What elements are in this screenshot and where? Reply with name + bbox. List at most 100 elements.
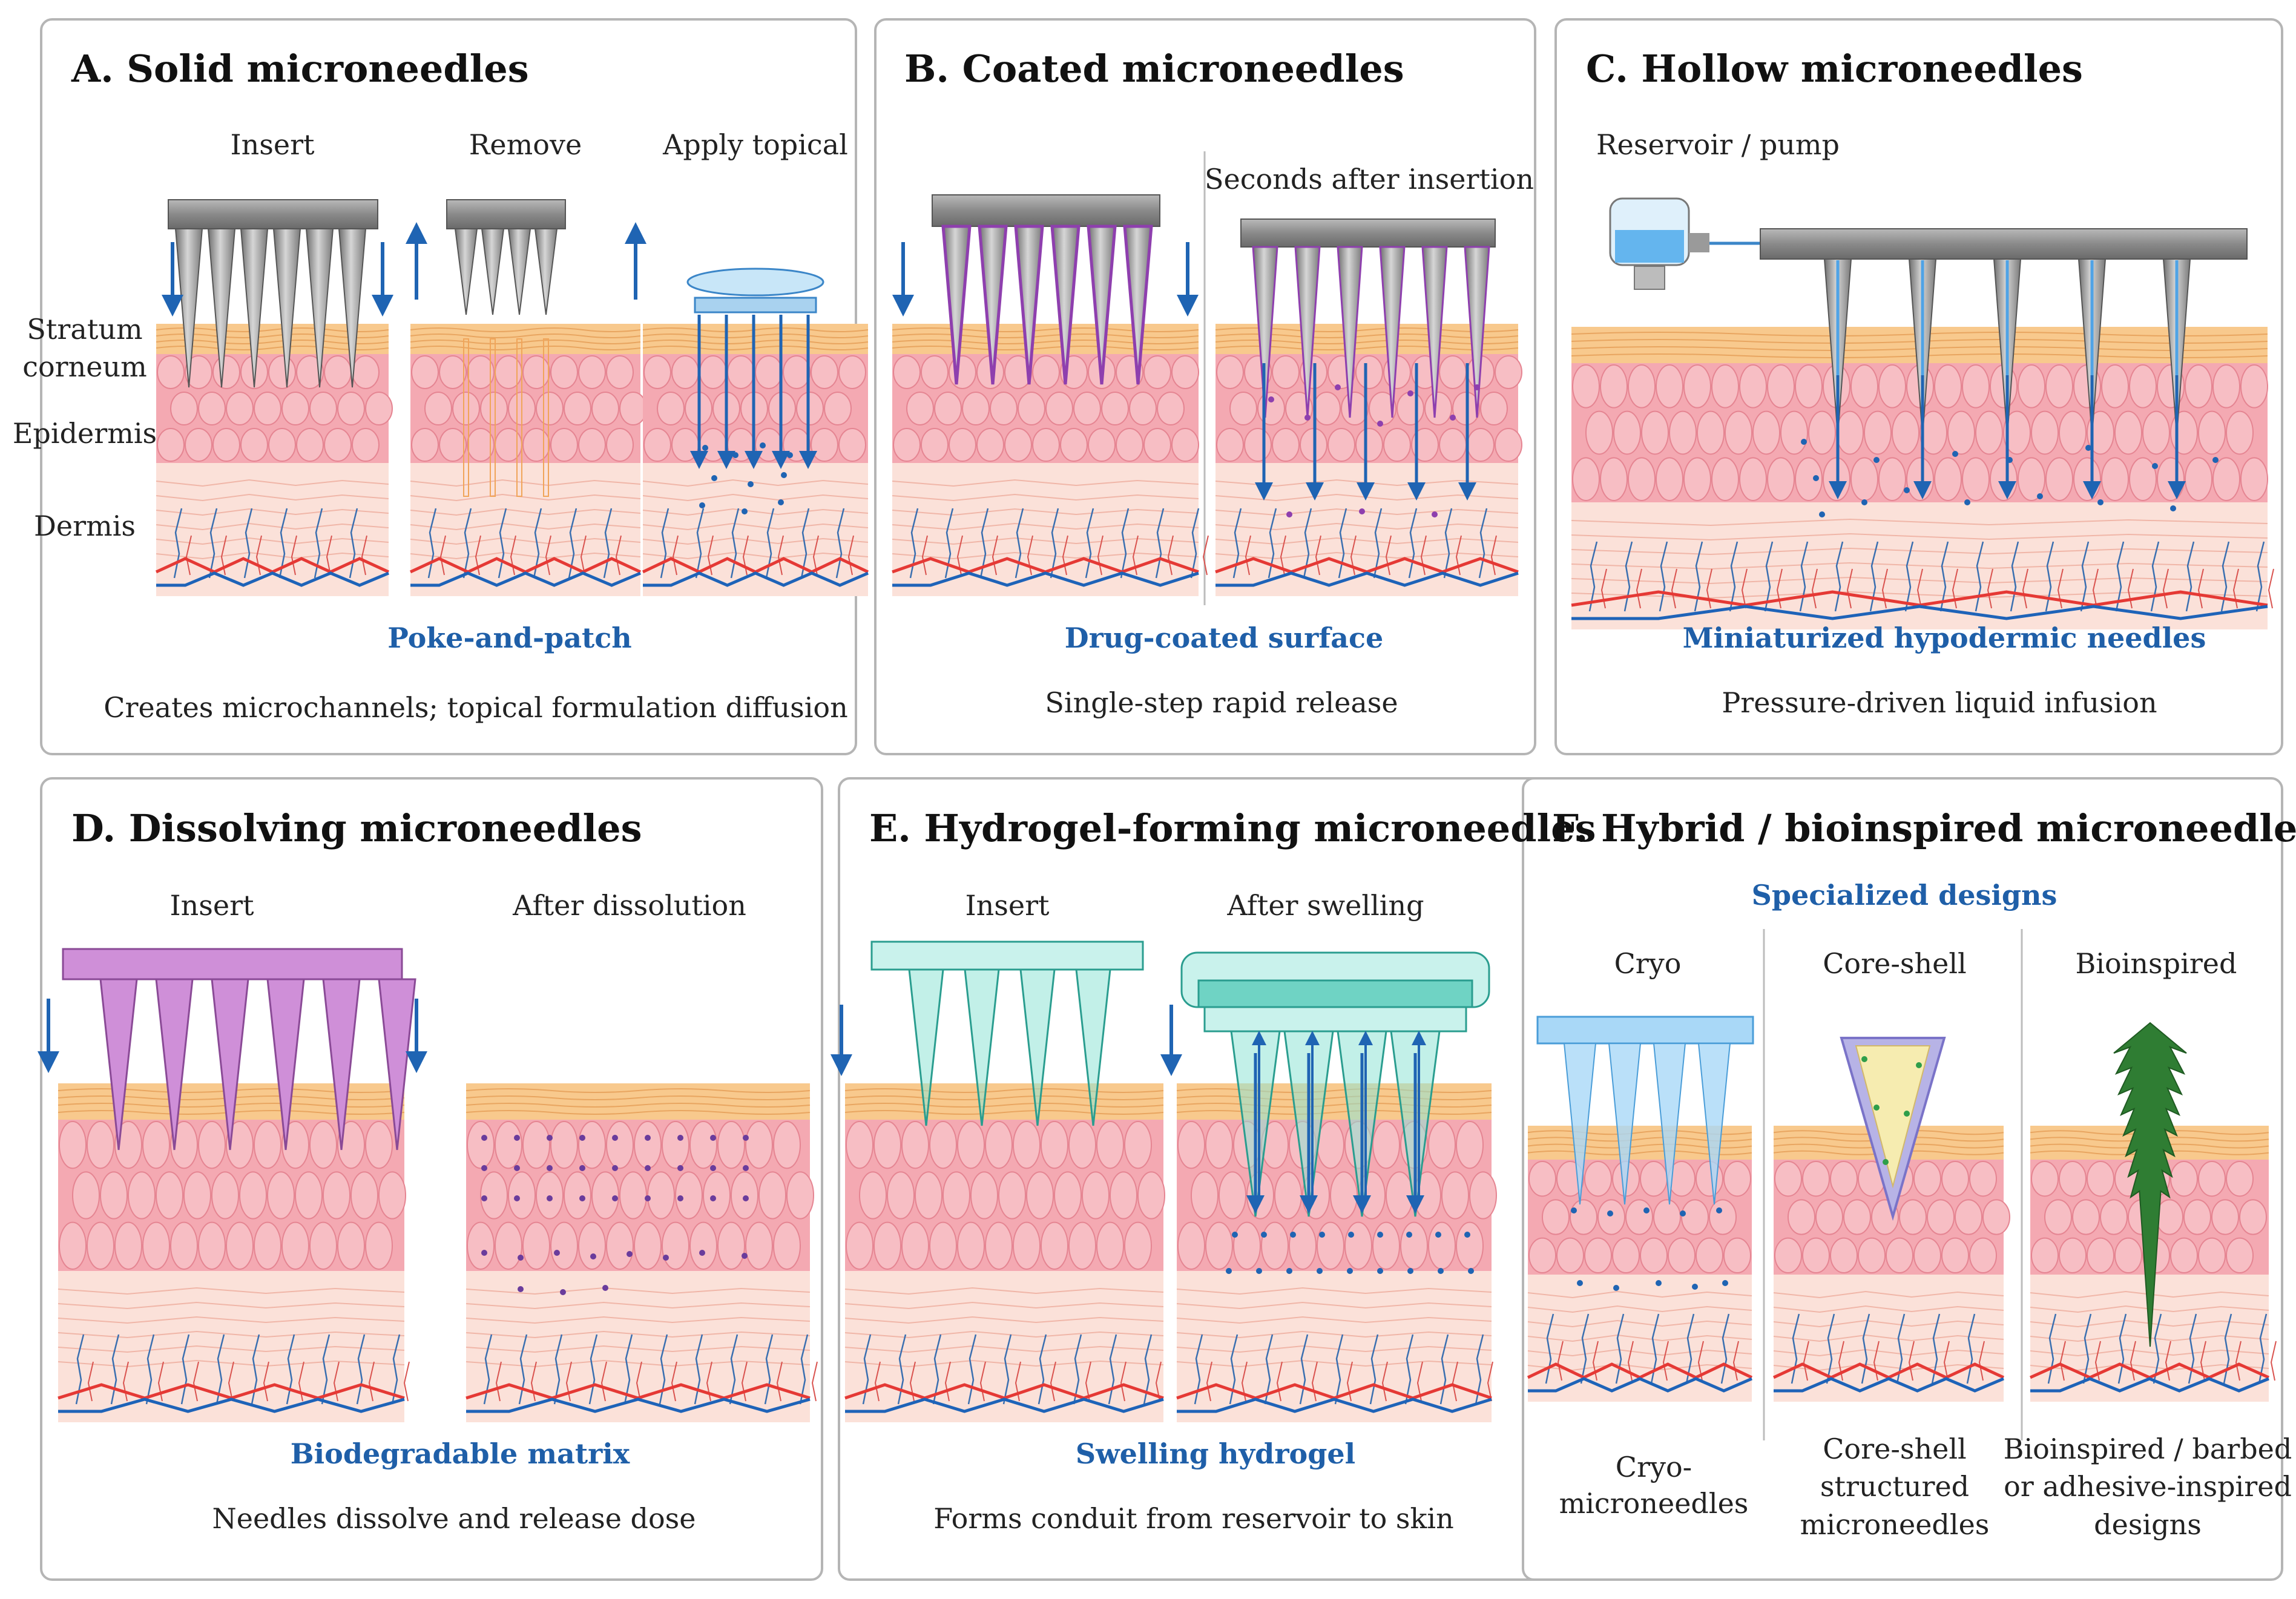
coated-needle	[1464, 246, 1490, 418]
coating-dot	[1450, 415, 1456, 421]
capillary	[741, 1361, 748, 1402]
epidermis-cell	[1585, 410, 1613, 455]
capillary	[2258, 1313, 2268, 1384]
epidermis-cell	[1858, 1237, 1886, 1273]
epidermis-cell	[226, 392, 254, 425]
dermis-fiber	[58, 1330, 405, 1339]
epidermis-cell	[550, 355, 578, 389]
epidermis-cell	[1233, 1221, 1261, 1270]
capillary	[1443, 508, 1453, 579]
epidermis-cell	[1711, 457, 1739, 502]
epidermis-cell	[699, 428, 727, 462]
capillary	[1299, 1334, 1309, 1405]
dermis-fiber	[844, 1287, 1164, 1295]
panel-f-caption-coreshell-2: structured	[1820, 1470, 1969, 1503]
epidermis-cell	[59, 1221, 87, 1270]
vein	[1571, 605, 2268, 620]
epidermis-cell	[846, 1221, 873, 1270]
drug-dot	[2212, 457, 2219, 463]
stratum-line	[410, 340, 641, 344]
epidermis-cell	[1355, 355, 1383, 389]
epidermis-cell	[1495, 428, 1522, 462]
epidermis-cell	[1096, 1221, 1124, 1270]
panel-b-caption: Single-step rapid release	[1045, 686, 1398, 719]
panel-c-title: C. Hollow microneedles	[1586, 47, 2083, 91]
capillary	[110, 1334, 120, 1405]
epidermis-cell	[365, 1121, 393, 1169]
epidermis-cell	[1669, 410, 1697, 455]
hydrogel-base	[870, 941, 1144, 971]
capillary	[1050, 1361, 1056, 1402]
epidermis-cell	[536, 392, 564, 425]
epidermis-cell	[1969, 1237, 1997, 1273]
capillary	[1311, 1361, 1318, 1402]
capillary	[979, 1361, 986, 1402]
drug-dot	[1613, 1285, 1619, 1291]
epidermis-cell	[2198, 1237, 2226, 1273]
capillary	[1729, 541, 1738, 612]
epidermis-cell	[591, 392, 619, 425]
epidermis-cell	[1843, 1199, 1871, 1235]
skin-c	[1571, 327, 2274, 629]
capillary	[1545, 1313, 1554, 1384]
solid-needle	[207, 228, 236, 388]
dissolved-drug-dot	[554, 1250, 560, 1256]
dermis-fiber	[58, 1359, 405, 1368]
epidermis-cell	[1709, 1199, 1737, 1235]
capillary	[2047, 1313, 2057, 1384]
epidermis-cell	[2142, 410, 2170, 455]
capillary	[1732, 1341, 1739, 1381]
capillary	[944, 1361, 951, 1402]
epidermis-cell	[1681, 1199, 1709, 1235]
hydrogel-needle	[908, 968, 944, 1126]
dermis-fiber	[642, 537, 869, 545]
capillary	[660, 508, 669, 579]
capillary	[1861, 1313, 1870, 1384]
epidermis-cell	[1082, 1171, 1110, 1220]
epidermis-cell	[1400, 1221, 1428, 1270]
capillary	[192, 1361, 199, 1402]
epidermis-cell	[662, 1221, 689, 1270]
swollen-base	[1203, 1006, 1467, 1033]
dermis-fiber	[156, 551, 389, 560]
dissolved-drug-dot	[743, 1195, 749, 1201]
skin-a-insert	[155, 324, 393, 596]
epidermis-cell	[2073, 457, 2101, 502]
capillary	[1420, 535, 1427, 576]
drug-dot	[1716, 1207, 1722, 1213]
reservoir-liquid	[1615, 230, 1684, 263]
epidermis-cell	[337, 1221, 365, 1270]
epidermis-cell	[1456, 1221, 1484, 1270]
epidermis-cell	[1124, 1121, 1152, 1169]
epidermis-cell	[522, 428, 550, 462]
epidermis-cell	[411, 355, 439, 389]
dissolved-drug-dot	[518, 1255, 524, 1261]
epidermis-cell	[578, 1121, 606, 1169]
panel-e-title: E. Hydrogel-forming microneedles	[869, 806, 1596, 850]
dissolved-drug-dot	[612, 1135, 618, 1141]
epidermis-cell	[1032, 428, 1060, 462]
drug-dot	[1571, 1207, 1577, 1213]
panel-a-step-remove: Remove	[469, 128, 582, 161]
epidermis-cell	[337, 1121, 365, 1169]
epidermis-cell	[1219, 1171, 1246, 1220]
solid-needle	[481, 228, 505, 315]
epidermis-cell	[1026, 1171, 1054, 1220]
capillary	[967, 1334, 977, 1405]
epidermis-cell	[1795, 457, 1823, 502]
epidermis-cell	[1941, 1237, 1969, 1273]
drug-dot	[1348, 1232, 1354, 1238]
epidermis-cell	[758, 1171, 786, 1220]
skin-e-after	[1176, 1083, 1497, 1422]
epidermis-cell	[1556, 1237, 1584, 1273]
capillary	[1487, 1361, 1493, 1402]
capillary	[1050, 508, 1059, 579]
capillary	[530, 1361, 537, 1402]
epidermis-cell	[1018, 392, 1045, 425]
capillary	[2197, 568, 2204, 609]
drug-dot	[711, 475, 717, 481]
capillary	[1478, 508, 1488, 579]
epidermis-cell	[508, 1171, 536, 1220]
capillary	[672, 535, 679, 576]
capillary	[356, 1334, 366, 1405]
